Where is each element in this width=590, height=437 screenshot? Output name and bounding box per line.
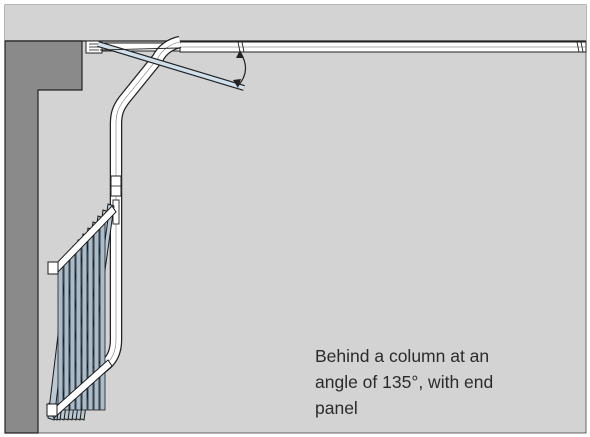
caption-line-2: angle of 135°, with end xyxy=(315,372,494,392)
ceiling-track xyxy=(179,41,587,53)
ceiling-band xyxy=(5,5,586,41)
angle-arrow-icon xyxy=(233,50,247,88)
caption-line-1: Behind a column at an xyxy=(315,346,490,366)
caption-line-3: panel xyxy=(315,398,358,418)
column-wall xyxy=(4,40,83,434)
blind-stack xyxy=(46,203,117,421)
end-panel-rod xyxy=(97,41,245,91)
diagram-caption: Behind a column at an angle of 135°, wit… xyxy=(315,343,575,421)
